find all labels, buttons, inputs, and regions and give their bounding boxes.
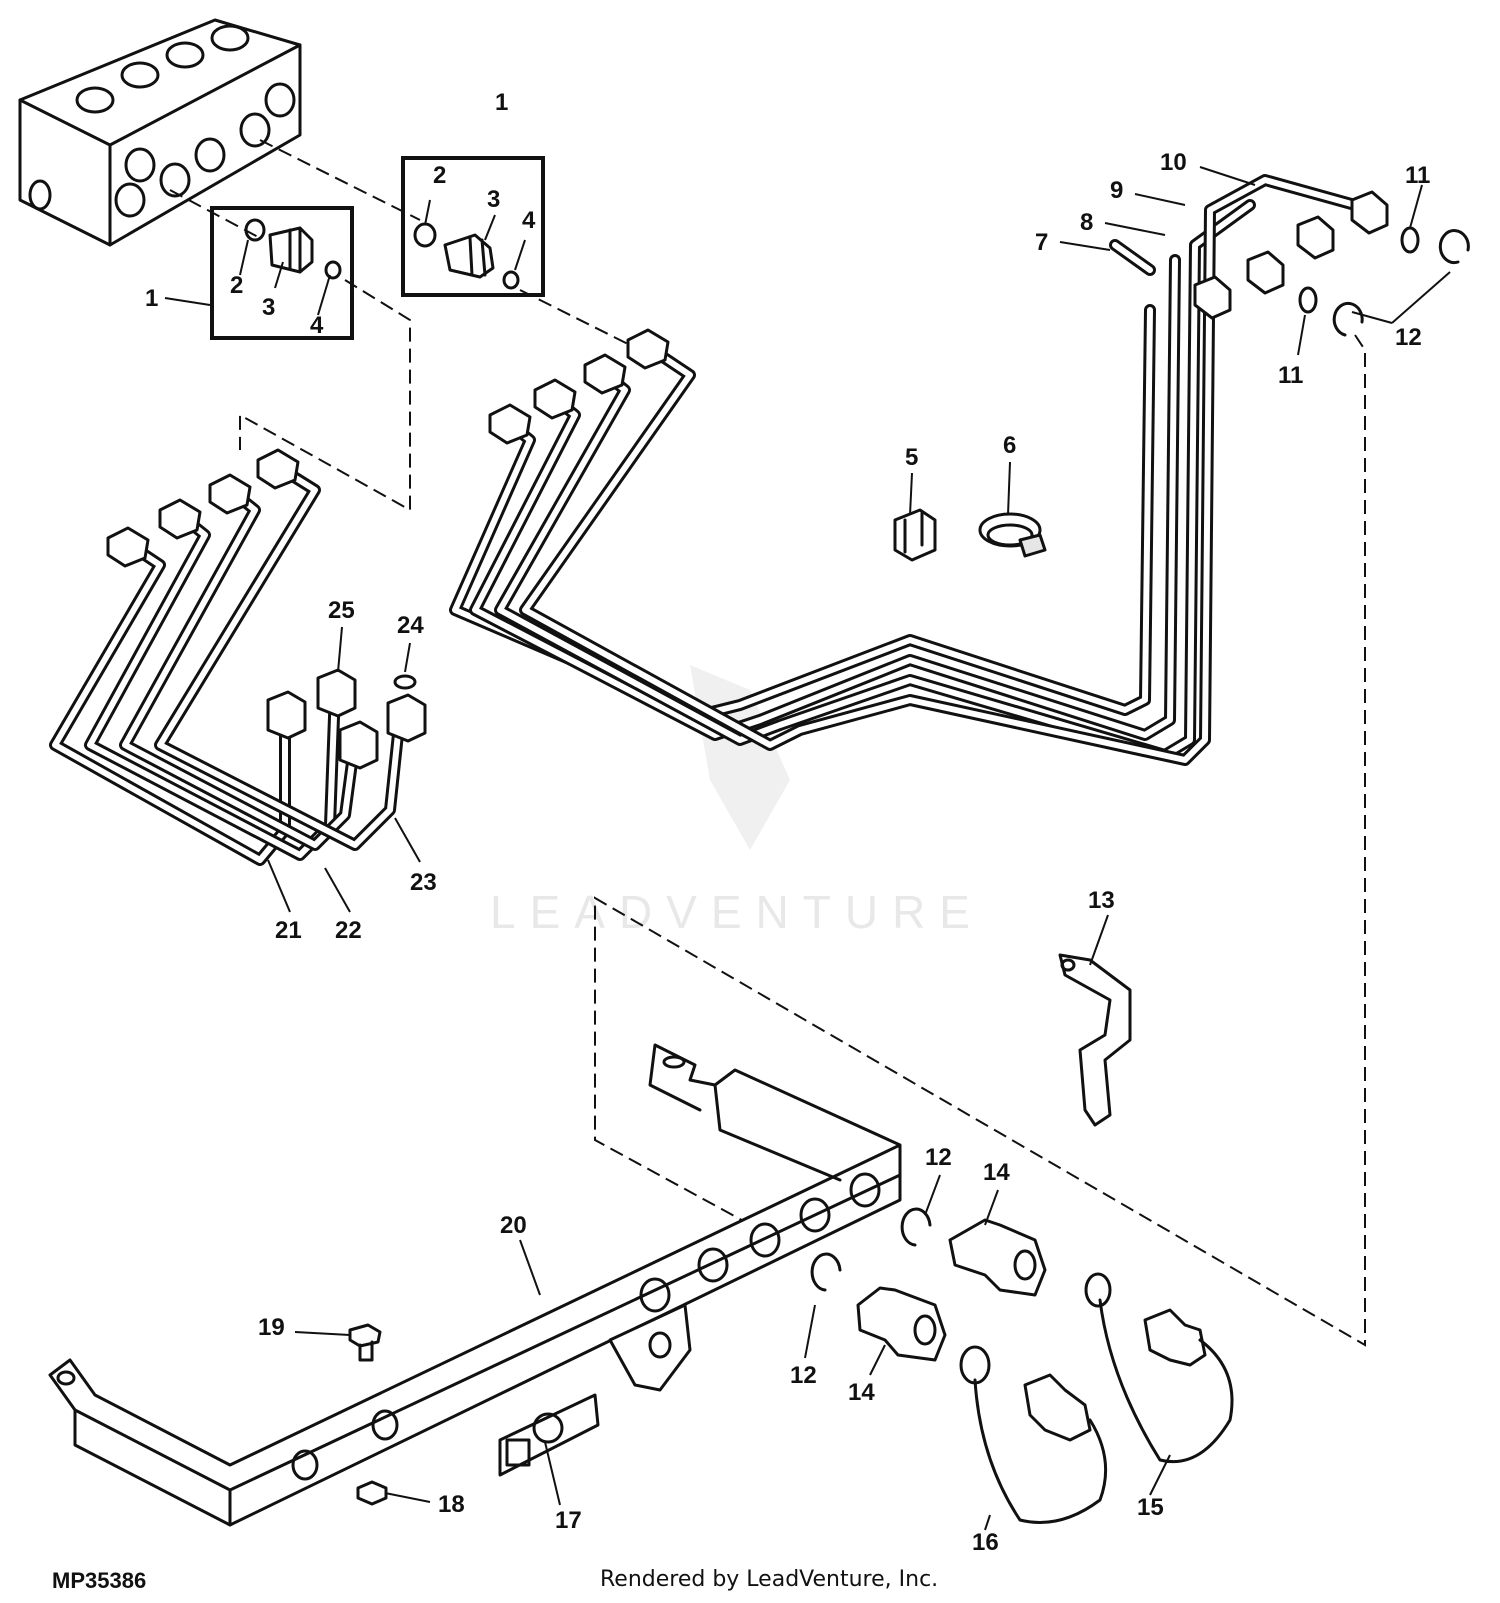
callout-1-right: 1 — [495, 89, 508, 116]
callout-14-lower: 14 — [848, 1379, 875, 1406]
watermark-text: LEADVENTURE — [490, 886, 984, 938]
tube-set-left — [49, 448, 427, 866]
callout-3-right: 3 — [487, 186, 500, 213]
callout-17: 17 — [555, 1507, 582, 1534]
callout-20: 20 — [500, 1212, 527, 1239]
callout-24: 24 — [397, 612, 424, 639]
callout-2-left: 2 — [230, 272, 243, 299]
callout-15: 15 — [1137, 1494, 1164, 1521]
dust-cap-small — [959, 1345, 1108, 1524]
callout-5: 5 — [905, 444, 918, 471]
tube-clip — [893, 508, 937, 562]
decal-plate — [498, 1393, 600, 1477]
callout-12-upper: 12 — [925, 1144, 952, 1171]
callout-22: 22 — [335, 917, 362, 944]
hose-clamp — [978, 512, 1047, 558]
callout-1-left: 1 — [145, 285, 158, 312]
callout-7: 7 — [1035, 229, 1048, 256]
dust-cap-large — [1084, 1272, 1234, 1464]
callout-3-left: 3 — [262, 294, 275, 321]
callout-25: 25 — [328, 597, 355, 624]
callout-11-top: 11 — [1405, 162, 1430, 189]
lock-nut — [356, 1480, 388, 1506]
callout-4-left: 4 — [310, 312, 324, 339]
callout-14-upper: 14 — [983, 1159, 1010, 1186]
callout-8: 8 — [1080, 209, 1093, 236]
callout-16: 16 — [972, 1529, 999, 1556]
render-credit: Rendered by LeadVenture, Inc. — [600, 1567, 938, 1592]
callout-leaders — [164, 166, 1451, 1531]
callout-12-top: 12 — [1395, 324, 1422, 351]
callout-9: 9 — [1110, 177, 1123, 204]
fitting-kit-box-left — [210, 206, 354, 340]
valve-block — [18, 18, 302, 247]
callout-12-lower: 12 — [790, 1362, 817, 1389]
callout-2-right: 2 — [433, 162, 446, 189]
callout-13: 13 — [1088, 887, 1115, 914]
figure-id: MP35386 — [52, 1568, 146, 1593]
callout-11-bottom: 11 — [1278, 362, 1303, 389]
quick-coupler-upper — [900, 1207, 1047, 1297]
mounting-bracket — [1058, 953, 1132, 1127]
callout-21: 21 — [275, 917, 302, 944]
bolt — [348, 1323, 382, 1362]
tube-set-right — [449, 174, 1470, 766]
quick-coupler-lower — [810, 1252, 947, 1362]
callout-10: 10 — [1160, 149, 1187, 176]
callout-19: 19 — [258, 1314, 285, 1341]
callout-23: 23 — [410, 869, 437, 896]
fitting-kit-box-right — [401, 156, 545, 297]
callout-6: 6 — [1003, 432, 1016, 459]
callout-labels: 1 1 2 2 3 3 4 4 5 6 7 8 9 10 11 11 12 12… — [145, 89, 1430, 1556]
drawbar-frame — [48, 1043, 902, 1527]
callout-18: 18 — [438, 1491, 465, 1518]
callout-4-right: 4 — [522, 207, 536, 234]
